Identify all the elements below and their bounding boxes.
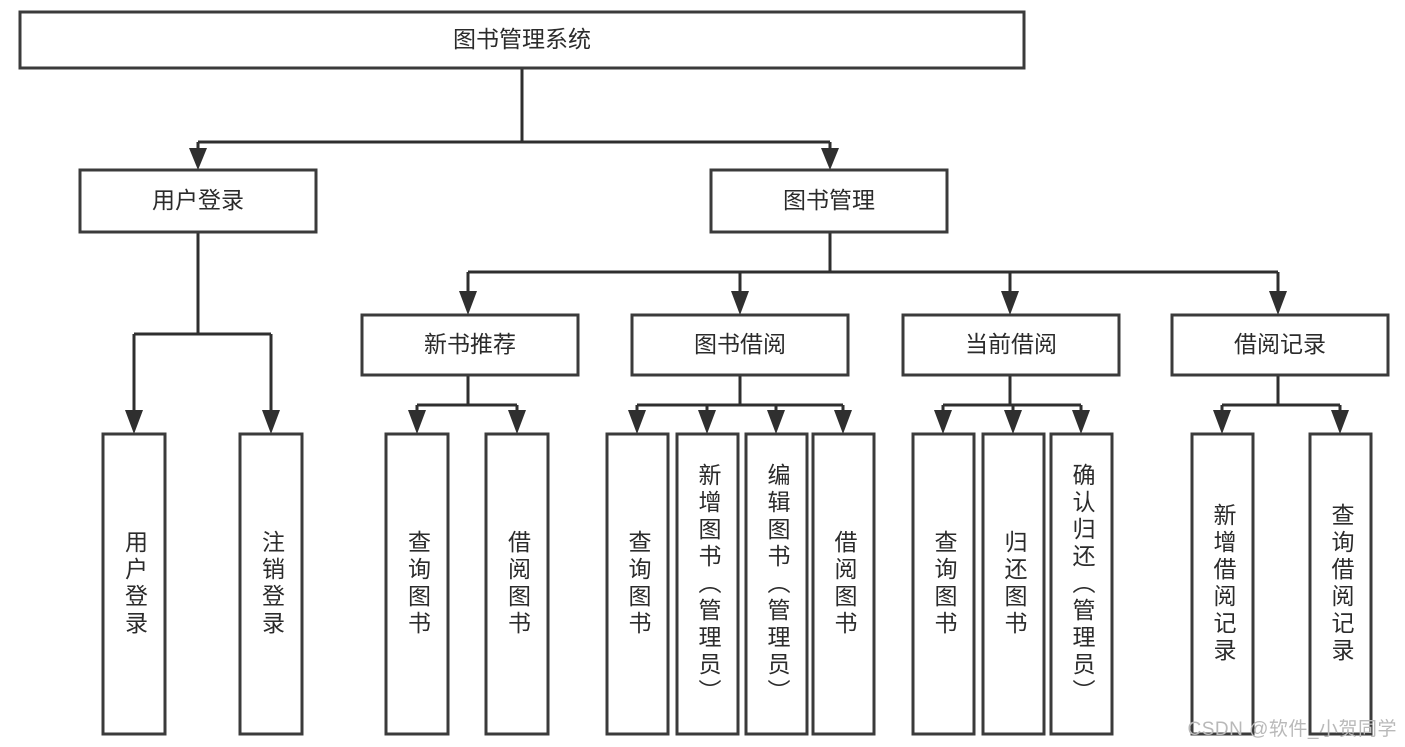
arrow-borrow-to-leaf4 [834,410,852,434]
node-current-borrow-box[interactable] [901,313,1121,377]
connector-group-userlogin [125,232,280,434]
node-borrow-records-label: 借阅记录 [1234,331,1326,357]
arrow-bookmgmt-to-newbooks [459,291,477,315]
node-borrow-records-box[interactable] [1170,313,1390,377]
watermark-text: CSDN @软件_小贺同学 [1187,719,1397,740]
node-user-login-label: 用户登录 [152,187,244,213]
arrow-root-to-bookmgmt [821,148,839,170]
leaf-box-logout[interactable] [238,432,304,736]
arrow-current-to-leaf1 [934,410,952,434]
leaf-box-add-borrow-record[interactable] [1190,432,1255,736]
node-book-management-label: 图书管理 [783,187,875,213]
arrow-userlogin-to-leaf2 [262,410,280,434]
node-new-book-recommend-label: 新书推荐 [424,331,516,357]
arrow-bookmgmt-to-current [1001,291,1019,315]
node-root[interactable]: 图书管理系统 [18,10,1026,70]
arrow-newbooks-to-leaf2 [508,410,526,434]
connector-group-root [189,68,839,170]
leaf-box-borrow-book[interactable] [811,432,876,736]
node-new-book-recommend[interactable]: 新书推荐 [360,313,580,377]
arrow-borrow-to-leaf1 [628,410,646,434]
node-borrow-records[interactable]: 借阅记录 [1170,313,1390,377]
arrow-borrow-to-leaf3 [767,410,785,434]
leaf-box-query-books-current[interactable] [911,432,976,736]
leaf-box-borrow-books-recommend[interactable] [484,432,550,736]
node-root-box[interactable] [18,10,1026,70]
connector-group-bookmgmt [459,232,1287,315]
arrow-bookmgmt-to-borrow [731,291,749,315]
node-book-management-box[interactable] [709,168,949,234]
arrow-current-to-leaf2 [1004,410,1022,434]
node-user-login-box[interactable] [78,168,318,234]
arrow-newbooks-to-leaf1 [408,410,426,434]
node-user-login[interactable]: 用户登录 [78,168,318,234]
node-new-book-recommend-box[interactable] [360,313,580,377]
node-book-borrow-label: 图书借阅 [694,331,786,357]
connector-group-current [934,375,1090,434]
connector-group-newbooks [408,375,526,434]
node-book-borrow[interactable]: 图书借阅 [630,313,850,377]
arrow-records-to-leaf1 [1213,410,1231,434]
leaf-box-query-books-borrow[interactable] [605,432,670,736]
leaf-box-add-book-admin[interactable] [675,432,740,736]
arrow-userlogin-to-leaf1 [125,410,143,434]
node-current-borrow[interactable]: 当前借阅 [901,313,1121,377]
node-book-borrow-box[interactable] [630,313,850,377]
leaf-box-query-books-recommend[interactable] [384,432,450,736]
node-root-label: 图书管理系统 [453,26,591,52]
leaf-box-group [101,432,1373,736]
connector-group-borrow [628,375,852,434]
arrow-current-to-leaf3 [1072,410,1090,434]
connector-group-records [1213,375,1349,434]
leaf-box-user-login[interactable] [101,432,167,736]
node-book-management[interactable]: 图书管理 [709,168,949,234]
arrow-root-to-userlogin [189,148,207,170]
node-current-borrow-label: 当前借阅 [965,331,1057,357]
leaf-box-confirm-return-admin[interactable] [1049,432,1114,736]
arrow-borrow-to-leaf2 [698,410,716,434]
leaf-box-query-borrow-record[interactable] [1308,432,1373,736]
arrow-bookmgmt-to-records [1269,291,1287,315]
leaf-box-return-book[interactable] [981,432,1046,736]
arrow-records-to-leaf2 [1331,410,1349,434]
leaf-box-edit-book-admin[interactable] [744,432,809,736]
